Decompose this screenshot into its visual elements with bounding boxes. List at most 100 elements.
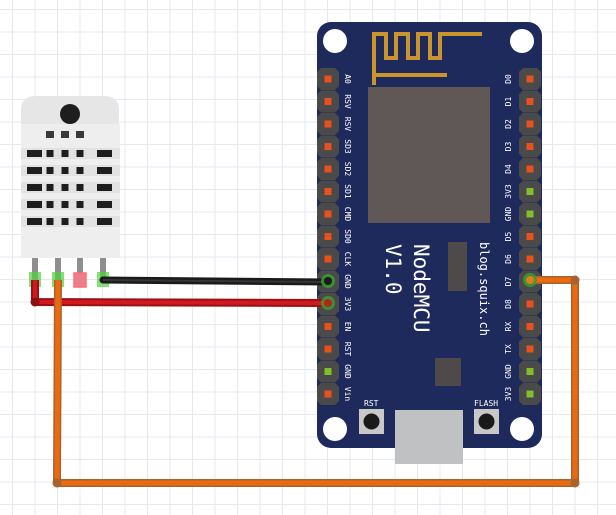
connection-dot	[324, 299, 332, 307]
sensor-mount-hole	[60, 104, 80, 124]
wire-black[interactable]	[99, 276, 332, 286]
pin-label-right: GND	[504, 207, 513, 222]
pin-label-left: RSV	[343, 117, 352, 132]
pin-pad	[324, 345, 332, 353]
pin-pad	[526, 165, 534, 173]
pin-pad	[324, 255, 332, 263]
vent-slot	[61, 167, 69, 174]
pin-label-right: D2	[504, 119, 513, 129]
vent-slot	[76, 150, 84, 157]
pin-label-left: EN	[343, 322, 352, 332]
vent-slot	[27, 184, 42, 191]
pin-pad	[324, 165, 332, 173]
pin-pad	[526, 188, 534, 195]
flash-button[interactable]	[474, 409, 499, 434]
vent-slot	[27, 201, 42, 208]
sensor-leg-1	[32, 258, 38, 280]
mounting-hole	[323, 29, 347, 53]
pin-label-right: 3V3	[504, 184, 513, 199]
vent-slot	[61, 150, 69, 157]
pin-pad	[526, 98, 534, 105]
usb-uart-chip	[435, 358, 461, 386]
pin-label-right: D3	[504, 142, 513, 152]
pin-pad	[324, 323, 332, 330]
pin-label-left: GND	[343, 274, 352, 289]
grille-rib	[21, 148, 120, 159]
left-pin-header: A0RSVRSVSD3SD2SD1CMDSD0CLKGND3V3ENRSTGND…	[317, 68, 352, 405]
pin-label-right: D8	[504, 299, 513, 309]
nodemcu-board[interactable]: NodeMCU V1.0 blog.squix.ch RST FLASH A0R…	[317, 22, 542, 464]
board-brand: blog.squix.ch	[477, 242, 491, 336]
vent-slot	[46, 131, 54, 138]
pin-pad	[526, 323, 534, 330]
vent-slot	[97, 167, 112, 174]
dht22-sensor[interactable]	[21, 96, 120, 288]
vent-slot	[76, 167, 84, 174]
sensor-leg-2	[55, 258, 61, 280]
sensor-pin-unconnected[interactable]	[73, 272, 87, 288]
wire-red[interactable]	[30, 280, 329, 307]
grille-rib	[21, 165, 120, 176]
vent-slot	[97, 201, 112, 208]
esp-chip	[368, 87, 490, 223]
pin-pad	[324, 188, 332, 195]
pin-pad	[324, 120, 332, 128]
pin-label-left: RSV	[343, 94, 352, 109]
sensor-leg-3	[77, 258, 83, 280]
pin-label-right: D1	[504, 97, 513, 107]
pin-label-left: GND	[343, 364, 352, 379]
pin-pad	[526, 75, 534, 83]
vent-slot	[97, 184, 112, 191]
board-name: NodeMCU	[409, 244, 433, 333]
pin-pad	[324, 233, 332, 240]
pin-label-left: SD0	[343, 229, 352, 244]
pin-pad	[324, 210, 332, 218]
rst-button[interactable]	[359, 409, 384, 434]
rst-button-label: RST	[364, 399, 379, 408]
pin-label-left: SD3	[343, 139, 352, 154]
pin-pad	[526, 368, 534, 375]
pin-label-right: GND	[504, 364, 513, 379]
mounting-hole	[510, 29, 534, 53]
vent-slot	[27, 218, 42, 225]
mounting-hole	[510, 417, 534, 441]
grille-rib	[21, 182, 120, 193]
pin-label-left: SD2	[343, 162, 352, 177]
pin-label-left: Vin	[343, 387, 352, 402]
connection-dot	[526, 276, 534, 284]
sensor-leg-4	[100, 258, 106, 280]
pin-label-left: CLK	[343, 252, 352, 267]
wires	[30, 275, 580, 488]
vent-slot	[97, 218, 112, 225]
connection-points	[321, 273, 537, 310]
regulator-chip	[448, 242, 467, 291]
connection-dot	[324, 277, 332, 285]
vent-slot	[76, 218, 84, 225]
vent-slot	[97, 150, 112, 157]
vent-slot	[61, 131, 69, 138]
vent-slot	[76, 201, 84, 208]
pin-pad	[324, 75, 332, 83]
mounting-hole	[323, 417, 347, 441]
vent-slot	[61, 201, 69, 208]
pin-label-right: D4	[504, 164, 513, 174]
flash-button-label: FLASH	[474, 399, 498, 408]
sensor-legs	[29, 258, 109, 288]
pin-pad	[526, 233, 534, 240]
vent-slot	[27, 167, 42, 174]
pin-label-left: 3V3	[343, 297, 352, 312]
grille-rib	[21, 216, 120, 227]
grille-rib	[21, 199, 120, 210]
pin-label-right: D7	[504, 277, 513, 287]
wire-orange[interactable]	[52, 275, 580, 488]
vent-slot	[27, 150, 42, 157]
vent-slot	[61, 218, 69, 225]
pin-pad	[324, 143, 332, 150]
vent-slot	[46, 150, 54, 157]
pin-label-right: RX	[504, 322, 513, 332]
antenna-trace	[372, 32, 482, 85]
pin-label-left: CMD	[343, 207, 352, 222]
pin-label-left: RST	[343, 342, 352, 357]
pin-pad	[526, 345, 534, 353]
